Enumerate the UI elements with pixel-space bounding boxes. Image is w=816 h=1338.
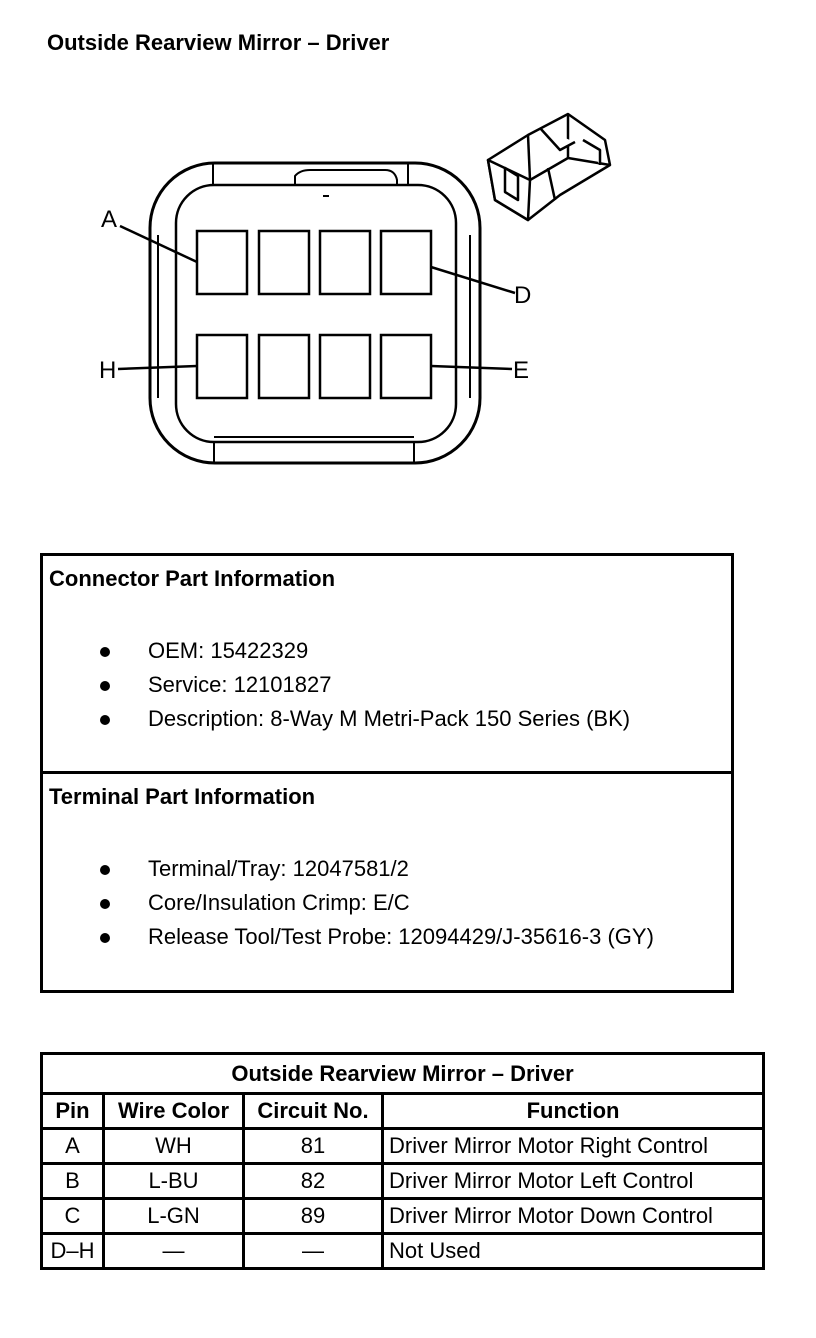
leader-e xyxy=(430,364,513,371)
pin-label-e: E xyxy=(513,357,529,384)
pin-cell: C xyxy=(40,1197,105,1235)
connector-latch xyxy=(212,163,409,185)
pinout-table: Outside Rearview Mirror – Driver Pin Wir… xyxy=(39,1052,766,1270)
bullet-icon xyxy=(100,647,110,657)
terminal-part-information: Terminal Part Information Terminal/Tray:… xyxy=(43,774,731,990)
list-item: Service: 12101827 xyxy=(43,668,630,702)
cavity-f xyxy=(318,333,372,400)
connector-part-information: Connector Part Information OEM: 15422329… xyxy=(43,556,731,774)
bullet-icon xyxy=(100,899,110,909)
circuit-cell: 89 xyxy=(242,1197,384,1235)
leader-d xyxy=(430,265,516,295)
column-header: Circuit No. xyxy=(242,1092,384,1130)
connector-info-heading: Connector Part Information xyxy=(49,566,336,591)
table-row: B L-BU 82 Driver Mirror Motor Left Contr… xyxy=(40,1162,766,1200)
wire-color-cell: WH xyxy=(102,1127,245,1165)
column-header: Function xyxy=(380,1092,766,1130)
wire-color-cell: — xyxy=(102,1232,245,1270)
circuit-cell: 82 xyxy=(242,1162,384,1200)
circuit-cell: 81 xyxy=(242,1127,384,1165)
cavity-h xyxy=(195,333,249,400)
cavity-d xyxy=(379,229,433,296)
table-row: D–H — — Not Used xyxy=(40,1232,766,1270)
function-cell: Driver Mirror Motor Down Control xyxy=(380,1197,766,1235)
function-cell: Driver Mirror Motor Left Control xyxy=(380,1162,766,1200)
connector-outer-shell xyxy=(148,161,482,465)
list-item: Core/Insulation Crimp: E/C xyxy=(43,886,654,920)
cavity-b xyxy=(257,229,311,296)
pin-label-a: A xyxy=(101,206,117,233)
list-item: Description: 8-Way M Metri-Pack 150 Seri… xyxy=(43,702,630,736)
bullet-icon xyxy=(100,865,110,875)
cavity-e xyxy=(379,333,433,400)
connector-info-list: OEM: 15422329 Service: 12101827 Descript… xyxy=(43,634,630,736)
function-cell: Not Used xyxy=(380,1232,766,1270)
pin-label-h: H xyxy=(99,357,116,384)
connector-bottom-key xyxy=(213,442,415,463)
bullet-icon xyxy=(100,933,110,943)
circuit-cell: — xyxy=(242,1232,384,1270)
connector-isometric-icon xyxy=(486,112,612,222)
connector-face-diagram: A D H E xyxy=(99,112,612,465)
table-title: Outside Rearview Mirror – Driver xyxy=(39,1052,766,1095)
function-cell: Driver Mirror Motor Right Control xyxy=(380,1127,766,1165)
pin-cell: D–H xyxy=(40,1232,105,1270)
table-row: C L-GN 89 Driver Mirror Motor Down Contr… xyxy=(40,1197,766,1235)
wire-color-cell: L-BU xyxy=(102,1162,245,1200)
pin-cell: B xyxy=(40,1162,105,1200)
column-header: Wire Color xyxy=(102,1092,245,1130)
connector-inner-shell xyxy=(174,183,458,444)
list-item: Release Tool/Test Probe: 12094429/J-3561… xyxy=(43,920,654,954)
bullet-icon xyxy=(100,715,110,725)
part-information-box: Connector Part Information OEM: 15422329… xyxy=(40,553,734,993)
cavity-g xyxy=(257,333,311,400)
wire-color-cell: L-GN xyxy=(102,1197,245,1235)
pin-cell: A xyxy=(40,1127,105,1165)
table-header-row: Pin Wire Color Circuit No. Function xyxy=(40,1092,766,1130)
pin-label-d: D xyxy=(514,282,531,309)
terminal-info-heading: Terminal Part Information xyxy=(49,784,316,809)
page-title: Outside Rearview Mirror – Driver xyxy=(47,30,390,55)
column-header: Pin xyxy=(40,1092,105,1130)
leader-h xyxy=(117,364,198,371)
terminal-info-list: Terminal/Tray: 12047581/2 Core/Insulatio… xyxy=(43,852,654,954)
table-row: A WH 81 Driver Mirror Motor Right Contro… xyxy=(40,1127,766,1165)
leader-a xyxy=(119,224,198,264)
list-item: Terminal/Tray: 12047581/2 xyxy=(43,852,654,886)
cavity-c xyxy=(318,229,372,296)
list-item: OEM: 15422329 xyxy=(43,634,630,668)
cavity-a xyxy=(195,229,249,296)
bullet-icon xyxy=(100,681,110,691)
